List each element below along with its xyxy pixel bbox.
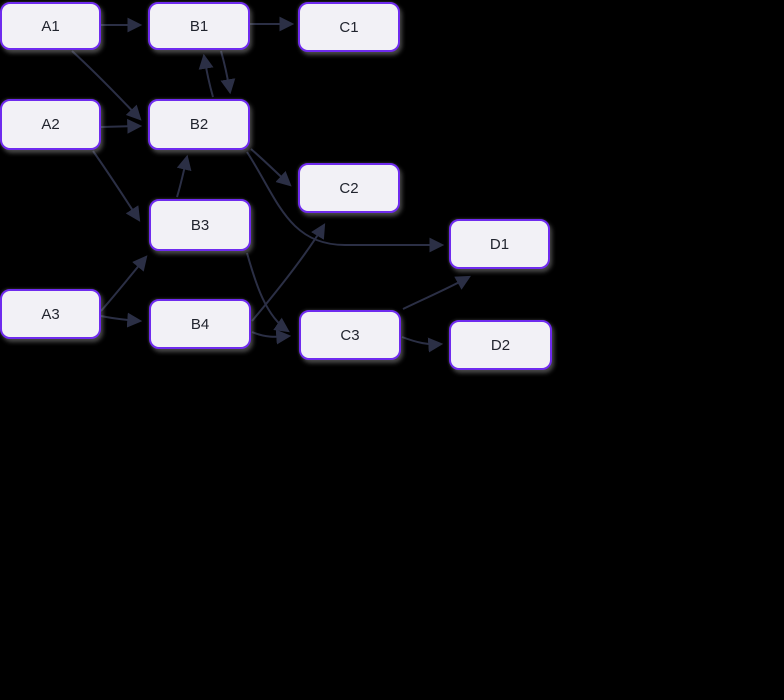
node-C3: C3 (299, 310, 401, 360)
node-D2: D2 (449, 320, 552, 370)
edges-group (71, 16, 471, 353)
node-B2: B2 (148, 99, 250, 150)
edge-B4-C3 (251, 329, 292, 345)
edge-C3-D2 (401, 336, 444, 353)
edge-A1-B2 (71, 50, 142, 121)
node-label: A2 (41, 116, 60, 133)
edge-B3-C3 (246, 252, 290, 333)
node-A2: A2 (0, 99, 101, 150)
edge-B2-C2 (250, 148, 292, 187)
node-label: A3 (41, 305, 60, 323)
edge-B3-B2 (176, 154, 192, 198)
edge-A3-B4 (100, 312, 143, 328)
edge-B4-C2 (251, 223, 326, 322)
node-label: C3 (340, 326, 360, 344)
node-label: B2 (189, 116, 209, 133)
node-label: C1 (339, 18, 359, 36)
node-B3: B3 (149, 199, 251, 251)
edge-A2-B3 (92, 150, 141, 222)
node-label: D1 (489, 235, 510, 253)
node-label: C2 (339, 179, 359, 197)
edge-A2-B2 (100, 118, 143, 134)
edge-C3-D1 (402, 275, 471, 310)
node-C2: C2 (298, 163, 400, 213)
edge-B1-B2 (220, 50, 236, 95)
node-A1: A1 (0, 2, 101, 50)
node-B1: B1 (148, 2, 250, 50)
node-label: A1 (41, 17, 60, 35)
node-B4: B4 (149, 299, 251, 349)
edge-B2-B1 (198, 53, 214, 98)
node-label: D2 (490, 336, 511, 354)
node-A3: A3 (0, 289, 101, 339)
node-C1: C1 (298, 2, 400, 52)
node-label: B3 (190, 216, 210, 234)
edge-B2-D1 (246, 151, 445, 253)
node-label: B4 (190, 315, 210, 333)
node-label: B1 (189, 17, 209, 35)
node-D1: D1 (449, 219, 550, 269)
edge-A3-B3 (100, 255, 148, 312)
